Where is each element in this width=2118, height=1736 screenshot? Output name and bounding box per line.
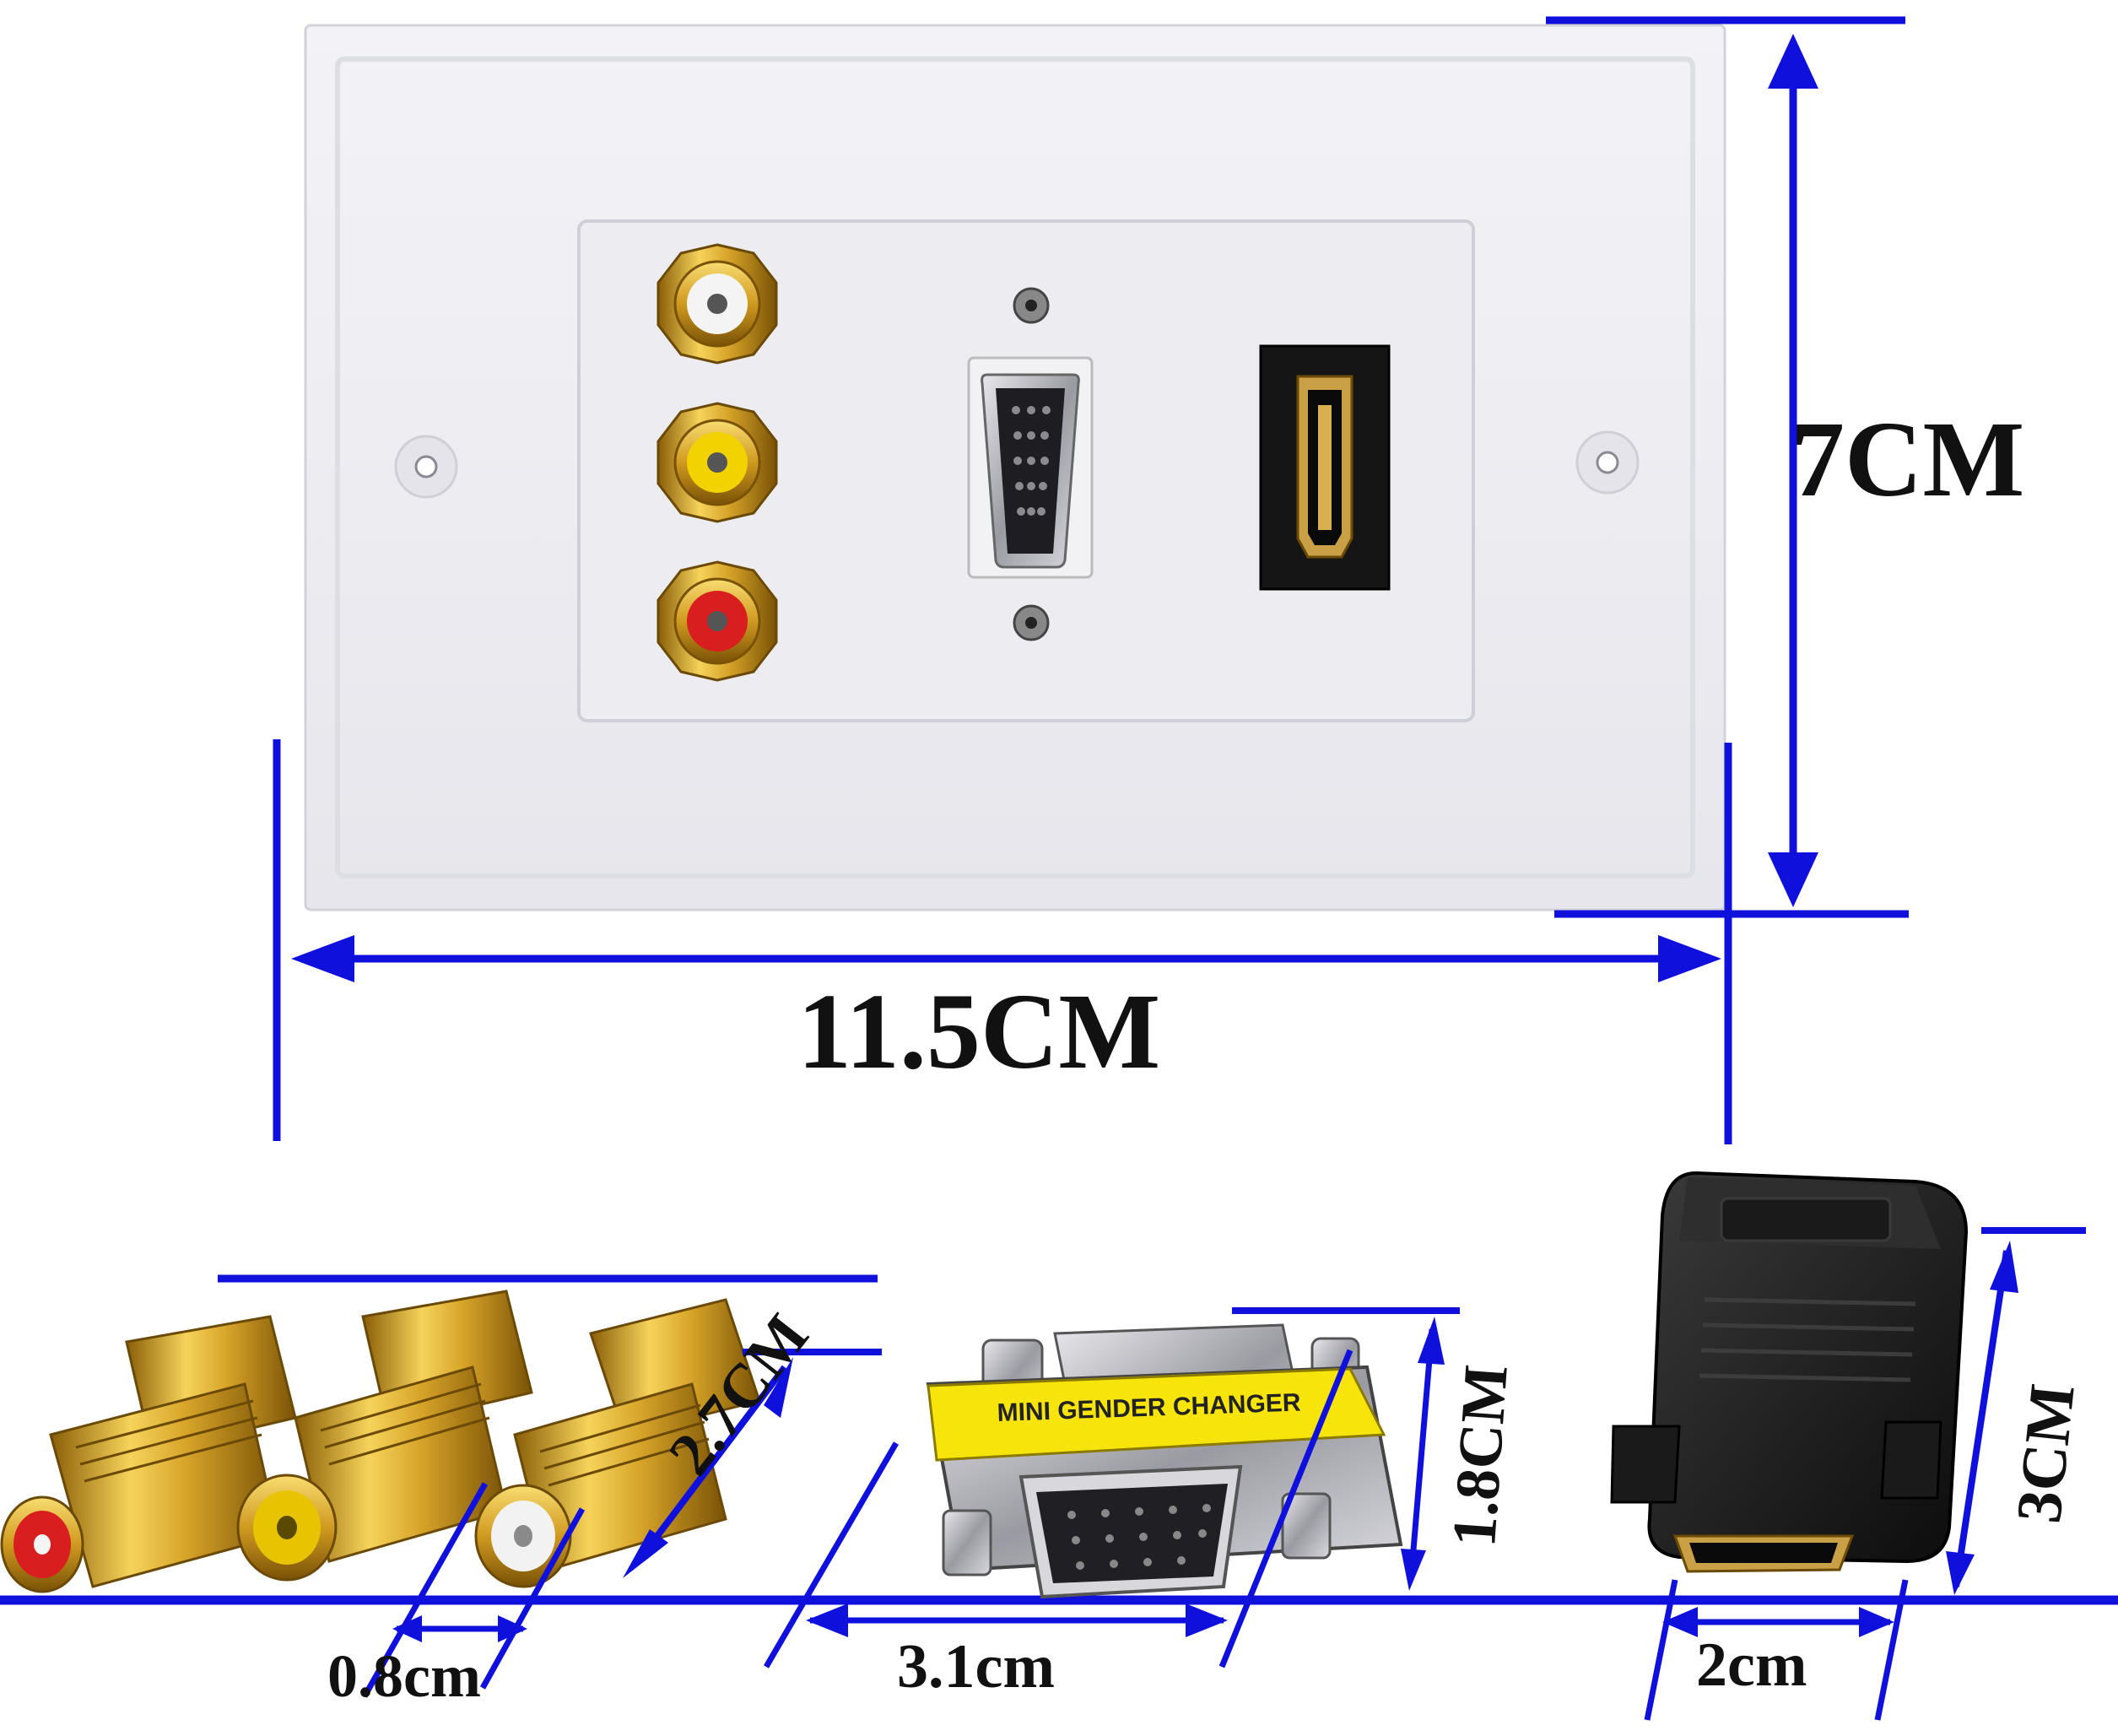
plate-width-label: 11.5CM bbox=[797, 971, 1161, 1091]
hdmi-dimension-lines bbox=[1644, 1227, 2086, 1721]
vga-dimension-lines bbox=[763, 1307, 1460, 1668]
wall-plate bbox=[304, 24, 1726, 911]
plate-height-label: 7CM bbox=[1791, 399, 2025, 519]
screw-hole-right-icon bbox=[1575, 430, 1640, 495]
rca-dimension-lines bbox=[218, 1274, 882, 1698]
rca-coupler-white-icon bbox=[474, 1298, 761, 1588]
vga-gender-changer-icon: MINI GENDER CHANGER bbox=[926, 1323, 1403, 1599]
plate-dimension-lines bbox=[273, 16, 1909, 1144]
rca-jack-red-icon bbox=[656, 560, 778, 682]
hdmi-coupler-icon bbox=[1610, 1171, 1969, 1573]
hdmi-port-icon bbox=[1259, 344, 1391, 591]
hdmi-width-label: 2cm bbox=[1696, 1631, 1807, 1700]
vga-width-label: 3.1cm bbox=[897, 1632, 1055, 1701]
screw-hole-left-icon bbox=[394, 435, 458, 499]
hdmi-height-label: 3CM bbox=[2003, 1380, 2088, 1527]
rca-coupler-yellow-icon bbox=[236, 1290, 533, 1582]
rca-jack-white-icon bbox=[656, 243, 778, 365]
rca-coupler-red-icon bbox=[0, 1315, 297, 1593]
rca-jack-yellow-icon bbox=[656, 402, 778, 523]
vga-port-icon bbox=[967, 287, 1094, 641]
vga-height-label: 1.8CM bbox=[1440, 1362, 1521, 1549]
rca-gap-label: 0.8cm bbox=[327, 1642, 481, 1710]
